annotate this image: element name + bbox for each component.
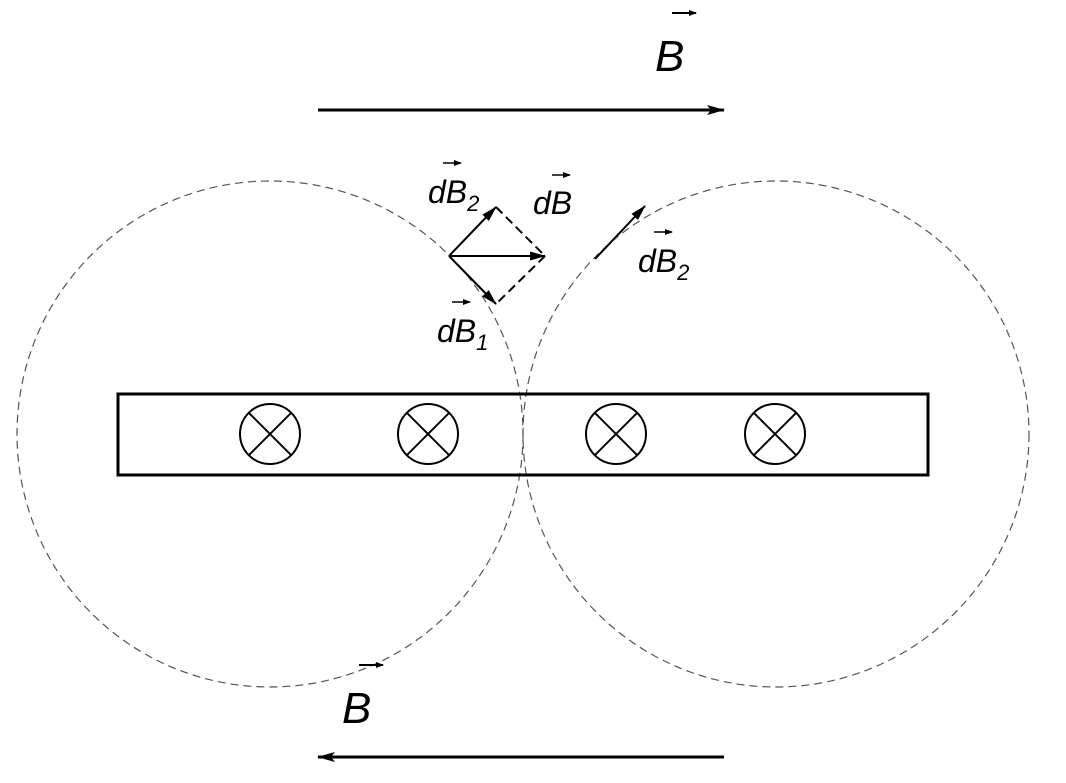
- label-dB2-right-base: dB: [638, 243, 677, 279]
- conductor-strip: [116, 392, 930, 477]
- label-B-bottom-text: B: [342, 684, 371, 733]
- label-B-top: B: [655, 10, 697, 81]
- vector-dB2-right-arrow: [594, 205, 646, 260]
- label-dB2-right-sub: 2: [676, 260, 689, 285]
- vector-diamond: [495, 206, 546, 305]
- label-B-top-text: B: [655, 32, 684, 81]
- vector-dB2-arrow: [448, 206, 497, 257]
- label-dB1-text: dB1: [437, 313, 488, 355]
- label-dB1: dB1: [437, 299, 488, 355]
- label-dB2-right: dB2: [638, 229, 689, 285]
- label-dB2-right-text: dB2: [638, 243, 689, 285]
- label-dB: dB: [533, 172, 572, 221]
- field-line-right: [522, 180, 1030, 688]
- label-dB2-base: dB: [428, 174, 467, 210]
- wire-into-page-icon-2: [397, 403, 459, 465]
- wire-into-page-icon-4: [744, 403, 806, 465]
- label-B-bottom: B: [342, 662, 384, 733]
- label-dB-text: dB: [533, 185, 572, 221]
- label-dB1-sub: 1: [476, 330, 488, 355]
- vector-dB1-arrow: [448, 255, 497, 305]
- wire-into-page-icon-3: [585, 403, 647, 465]
- label-dB2-sub: 2: [466, 191, 479, 216]
- label-dB2: dB2: [428, 160, 479, 216]
- wire-into-page-icon-1: [239, 403, 301, 465]
- label-dB2-text: dB2: [428, 174, 479, 216]
- label-dB1-base: dB: [437, 313, 476, 349]
